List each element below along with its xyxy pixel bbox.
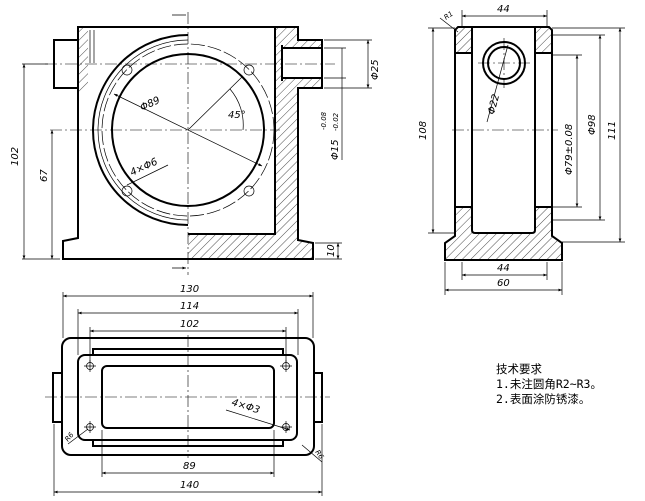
width-89-label: 89 xyxy=(183,461,196,472)
side-view: 44 R1 108 Φ22 Φ79±0.08 Φ98 111 44 60 xyxy=(418,4,625,295)
note-item: 1.未注圆角R2~R3。 xyxy=(496,377,602,391)
height-108-label: 108 xyxy=(418,121,429,140)
radius-right-label: R6 xyxy=(313,449,325,462)
technical-requirements: 技术要求 1.未注圆角R2~R3。 2.表面涂防锈漆。 xyxy=(496,362,602,407)
tol-upper-label: -0.08 xyxy=(320,111,328,130)
front-view: Φ89 45° 4×Φ6 102 67 Φ25 Φ15 -0.08 -0.02 … xyxy=(10,12,381,275)
top-view: 130 114 102 89 140 4×Φ3 R6 R6 xyxy=(45,284,330,496)
hole-dia-22-label: Φ22 xyxy=(486,93,502,116)
flange-98-label: Φ98 xyxy=(587,114,598,135)
width-130-label: 130 xyxy=(180,284,199,295)
tol-lower-label: -0.02 xyxy=(332,112,340,131)
height-111-label: 111 xyxy=(607,121,618,140)
holes-4x3-label: 4×Φ3 xyxy=(230,397,261,416)
height-102-label: 102 xyxy=(10,147,21,166)
base-width-label: 60 xyxy=(497,278,510,289)
boss-dia-label: Φ25 xyxy=(370,59,381,80)
base-inner-label: 44 xyxy=(497,263,510,274)
base-thickness-label: 10 xyxy=(326,244,337,257)
height-67-label: 67 xyxy=(39,169,50,182)
note-item: 2.表面涂防锈漆。 xyxy=(496,392,591,406)
width-102-label: 102 xyxy=(180,319,199,330)
angle-label: 45° xyxy=(228,110,246,121)
bore-dia-label: Φ89 xyxy=(139,95,162,114)
holes-label: 4×Φ6 xyxy=(129,157,160,179)
width-140-label: 140 xyxy=(180,480,199,491)
hole-dia-label: Φ15 xyxy=(330,139,341,160)
notes-title: 技术要求 xyxy=(496,362,542,376)
radius-label: R1 xyxy=(443,10,455,22)
top-width-label: 44 xyxy=(497,4,510,15)
width-114-label: 114 xyxy=(180,301,199,312)
radius-left-label: R6 xyxy=(63,431,75,444)
bore-79-label: Φ79±0.08 xyxy=(564,124,575,175)
